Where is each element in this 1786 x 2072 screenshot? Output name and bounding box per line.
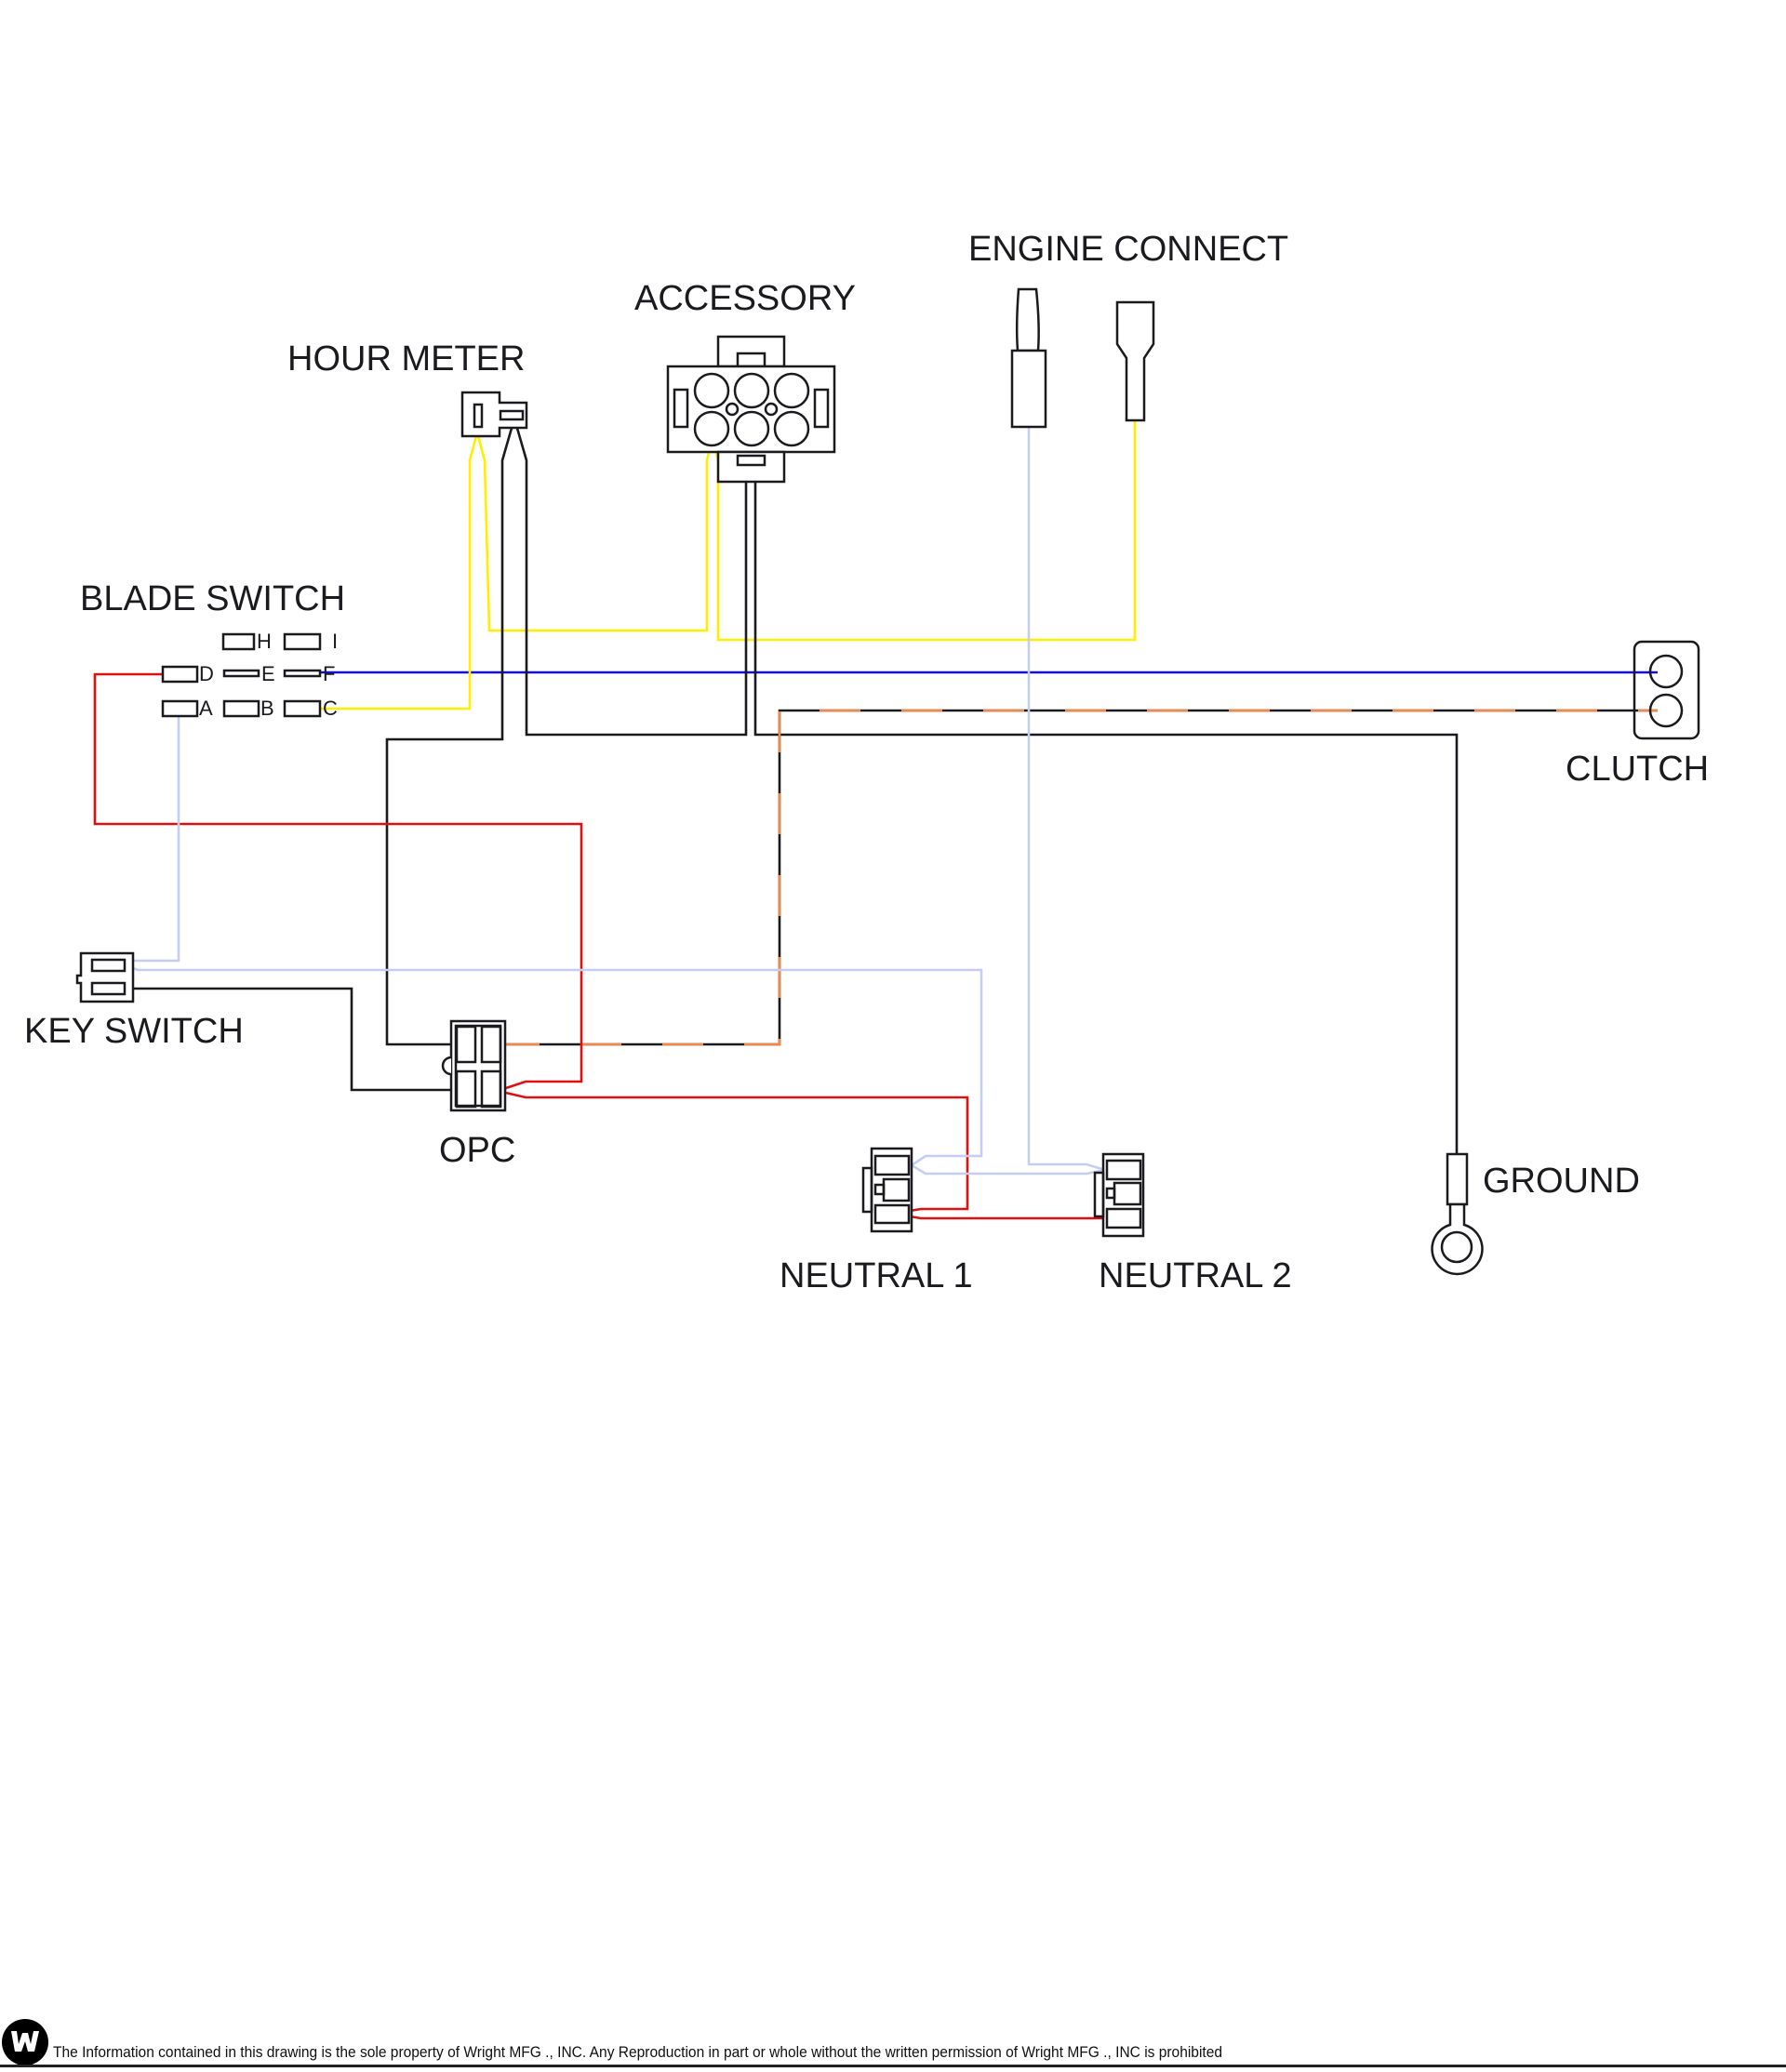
- hour-meter-connector[interactable]: [460, 391, 528, 438]
- blade-pin-b: B: [260, 697, 274, 720]
- wire-black-key-to-opc: [132, 987, 456, 1092]
- blade-pin-a: A: [199, 697, 213, 720]
- blade-pin-d: D: [199, 662, 214, 685]
- blade-pin-h: H: [257, 630, 272, 653]
- key-switch-label: KEY SWITCH: [24, 1012, 244, 1051]
- clutch-connector[interactable]: [1633, 640, 1700, 740]
- accessory-label: ACCESSORY: [634, 279, 856, 318]
- neutral-1-connector[interactable]: [861, 1147, 913, 1233]
- accessory-connector[interactable]: [666, 335, 836, 484]
- wire-black-hour-meter-to-opc: [385, 418, 516, 1046]
- blade-pin-e: E: [261, 662, 275, 685]
- wire-black-accessory-to-ground: [750, 436, 1459, 1158]
- blade-pin-c: C: [323, 697, 338, 720]
- wire-yellow-blade-c-to-hour-meter: [321, 420, 1137, 711]
- wire-lightblue-key-to-neutral1: [126, 963, 1106, 1175]
- blade-switch-label: BLADE SWITCH: [80, 579, 345, 618]
- wire-red-blade-d-to-opc: [93, 672, 583, 1093]
- clutch-label: CLUTCH: [1566, 750, 1709, 789]
- wire-black-orange-opc-to-clutch: [499, 709, 1658, 1046]
- ground-label: GROUND: [1483, 1162, 1640, 1201]
- ground-ring-terminal[interactable]: [1431, 1152, 1484, 1276]
- key-switch-connector[interactable]: [75, 951, 135, 1003]
- engine-connect-terminals[interactable]: [1010, 287, 1155, 429]
- wire-lightblue-engine-to-neutral2: [1027, 428, 1106, 1172]
- footer-notice: The Information contained in this drawin…: [53, 2043, 1222, 2061]
- neutral-1-label: NEUTRAL 1: [780, 1256, 973, 1295]
- opc-connector[interactable]: [441, 1019, 507, 1112]
- wire-black-hour-meter-loop: [513, 418, 753, 737]
- blade-pin-i: I: [332, 630, 338, 653]
- blade-pin-f: F: [323, 662, 335, 685]
- wire-lightblue-blade-a-to-key: [126, 717, 180, 966]
- wires: [93, 418, 1658, 1220]
- wire-orange-stripe-opc-to-clutch: [499, 709, 1658, 1046]
- engine-connect-label: ENGINE CONNECT: [968, 230, 1288, 269]
- neutral-2-connector[interactable]: [1093, 1152, 1145, 1238]
- hour-meter-label: HOUR METER: [287, 339, 525, 379]
- wire-red-opc-to-neutral: [497, 1089, 1105, 1220]
- footer-divider: [0, 2065, 1786, 2067]
- neutral-2-label: NEUTRAL 2: [1099, 1256, 1292, 1295]
- wright-logo-icon: [2, 2019, 48, 2065]
- opc-label: OPC: [439, 1131, 515, 1170]
- blade-switch-terminals[interactable]: [161, 632, 322, 718]
